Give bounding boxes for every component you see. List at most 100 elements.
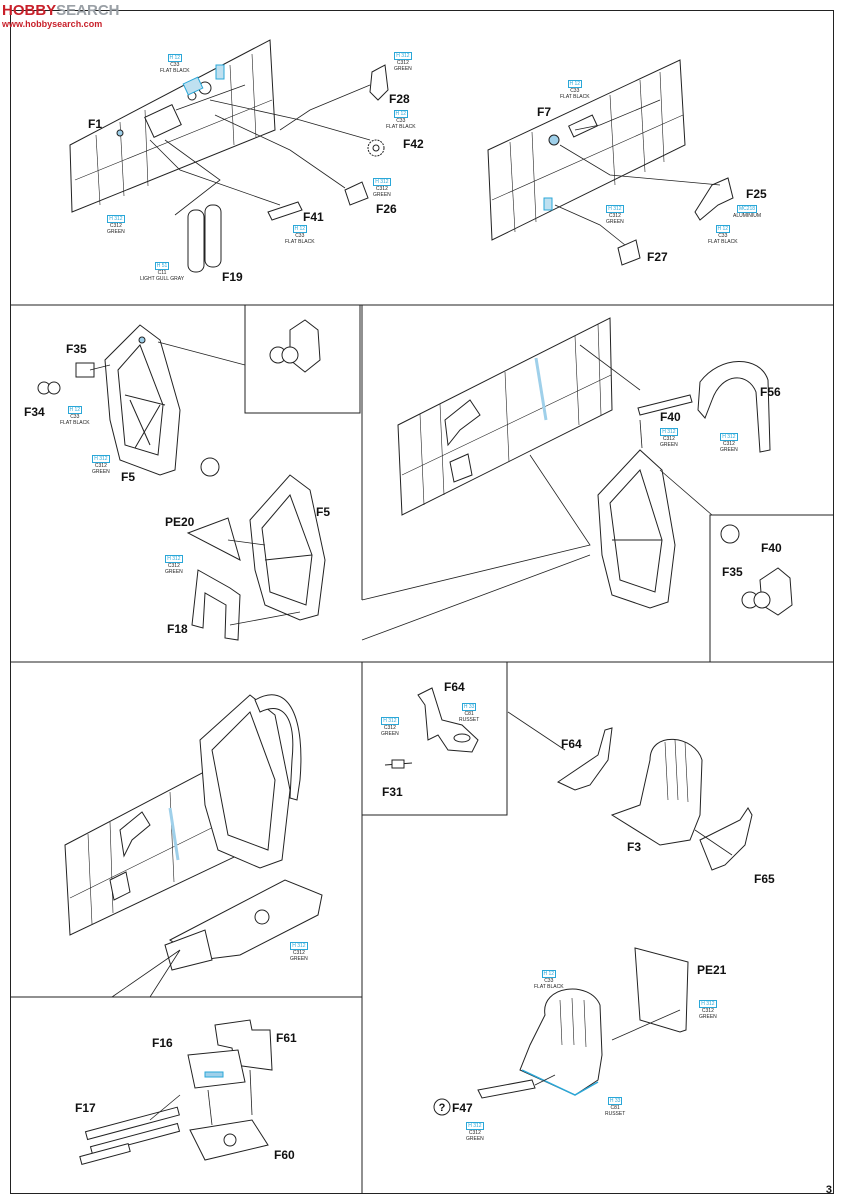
watermark-brand-b: SEARCH: [56, 2, 120, 19]
svg-text:?: ?: [439, 1102, 446, 1114]
paint-code: H 312: [381, 717, 399, 725]
paint-name: GREEN: [466, 1136, 484, 1142]
label-f5-second: F5: [316, 505, 331, 519]
paint-code2: C312: [383, 725, 396, 731]
label-f31: F31: [382, 785, 403, 799]
paint-code2: C33: [570, 88, 580, 94]
label-f34: F34: [24, 405, 45, 419]
label-f64: F64: [444, 680, 465, 694]
paint-name: ALUMINIUM: [733, 213, 762, 219]
label-f35: F35: [66, 342, 87, 356]
diagram-floor-parts: [79, 1019, 273, 1165]
question-mark-icon: [433, 1098, 451, 1116]
label-f1: F1: [88, 117, 103, 131]
paint-code: H 312: [606, 205, 624, 213]
diagram-f56-assembly: [361, 317, 793, 641]
diagram-cockpit-assembly: [64, 694, 323, 998]
paint-code: H 312: [165, 555, 183, 563]
label-f16: F16: [152, 1036, 173, 1050]
paint-name: GREEN: [394, 66, 412, 72]
label-f25: F25: [746, 187, 767, 201]
paint-name: RUSSET: [605, 1111, 626, 1117]
paint-name: FLAT BLACK: [160, 68, 190, 74]
paint-code2: C312: [375, 186, 388, 192]
label-f28: F28: [389, 92, 410, 106]
label-f40-inset: F40: [761, 541, 782, 555]
label-f3: F3: [627, 840, 642, 854]
label-f47: F47: [452, 1101, 473, 1115]
paint-code: H 12: [541, 970, 557, 978]
label-f5: F5: [121, 470, 136, 484]
divider-box-inset1: [244, 305, 361, 414]
paint-code: H 51: [154, 262, 170, 270]
paint-name: GREEN: [107, 229, 125, 235]
paint-code: H 12: [167, 54, 183, 62]
divider-box-inset2: [709, 514, 834, 662]
diagram-f1-assembly: [69, 39, 389, 273]
watermark-site: www.hobbysearch.com: [2, 19, 103, 29]
paint-code: H 12: [715, 225, 731, 233]
paint-name: GREEN: [373, 192, 391, 198]
label-f35-inset: F35: [722, 565, 743, 579]
divider-box-f64: [362, 662, 508, 816]
paint-code2: C312: [701, 1008, 714, 1014]
label-f65: F65: [754, 872, 775, 886]
paint-name: FLAT BLACK: [708, 239, 738, 245]
paint-code2: C312: [109, 223, 122, 229]
paint-code: H 312: [720, 433, 738, 441]
label-f61: F61: [276, 1031, 297, 1045]
paint-name: GREEN: [92, 469, 110, 475]
paint-code: H 312: [699, 1000, 717, 1008]
label-pe21: PE21: [697, 963, 727, 977]
paint-name: GREEN: [606, 219, 624, 225]
paint-name: LIGHT GULL GRAY: [140, 276, 185, 282]
label-f17: F17: [75, 1101, 96, 1115]
paint-code2: C33: [718, 233, 728, 239]
paint-name: GREEN: [165, 569, 183, 575]
label-f41: F41: [303, 210, 324, 224]
paint-code2: C33: [70, 414, 80, 420]
paint-name: FLAT BLACK: [386, 124, 416, 130]
paint-name: FLAT BLACK: [560, 94, 590, 100]
paint-code: H 312: [290, 942, 308, 950]
paint-code2: C312: [468, 1130, 481, 1136]
watermark-brand: HOBBYSEARCH: [2, 2, 120, 19]
paint-code2: C312: [396, 60, 409, 66]
label-f18: F18: [167, 622, 188, 636]
label-f7: F7: [537, 105, 552, 119]
paint-name: GREEN: [720, 447, 738, 453]
watermark-logo: HOBBYSEARCH www.hobbysearch.com: [2, 2, 162, 34]
paint-code: H 33: [461, 703, 477, 711]
label-f60: F60: [274, 1148, 295, 1162]
paint-code2: C312: [94, 463, 107, 469]
paint-code2: C81: [610, 1105, 620, 1111]
paint-code: H 312: [92, 455, 110, 463]
diagram-seat-pe21: ?: [433, 947, 689, 1116]
label-pe20: PE20: [165, 515, 195, 529]
paint-code2: C312: [662, 436, 675, 442]
paint-code2: C33: [544, 978, 554, 984]
paint-code: H 12: [292, 225, 308, 233]
paint-code2: C33: [170, 62, 180, 68]
paint-code: H 312: [107, 215, 125, 223]
paint-code: H 312: [466, 1122, 484, 1130]
paint-code2: C312: [167, 563, 180, 569]
paint-code2: C312: [608, 213, 621, 219]
